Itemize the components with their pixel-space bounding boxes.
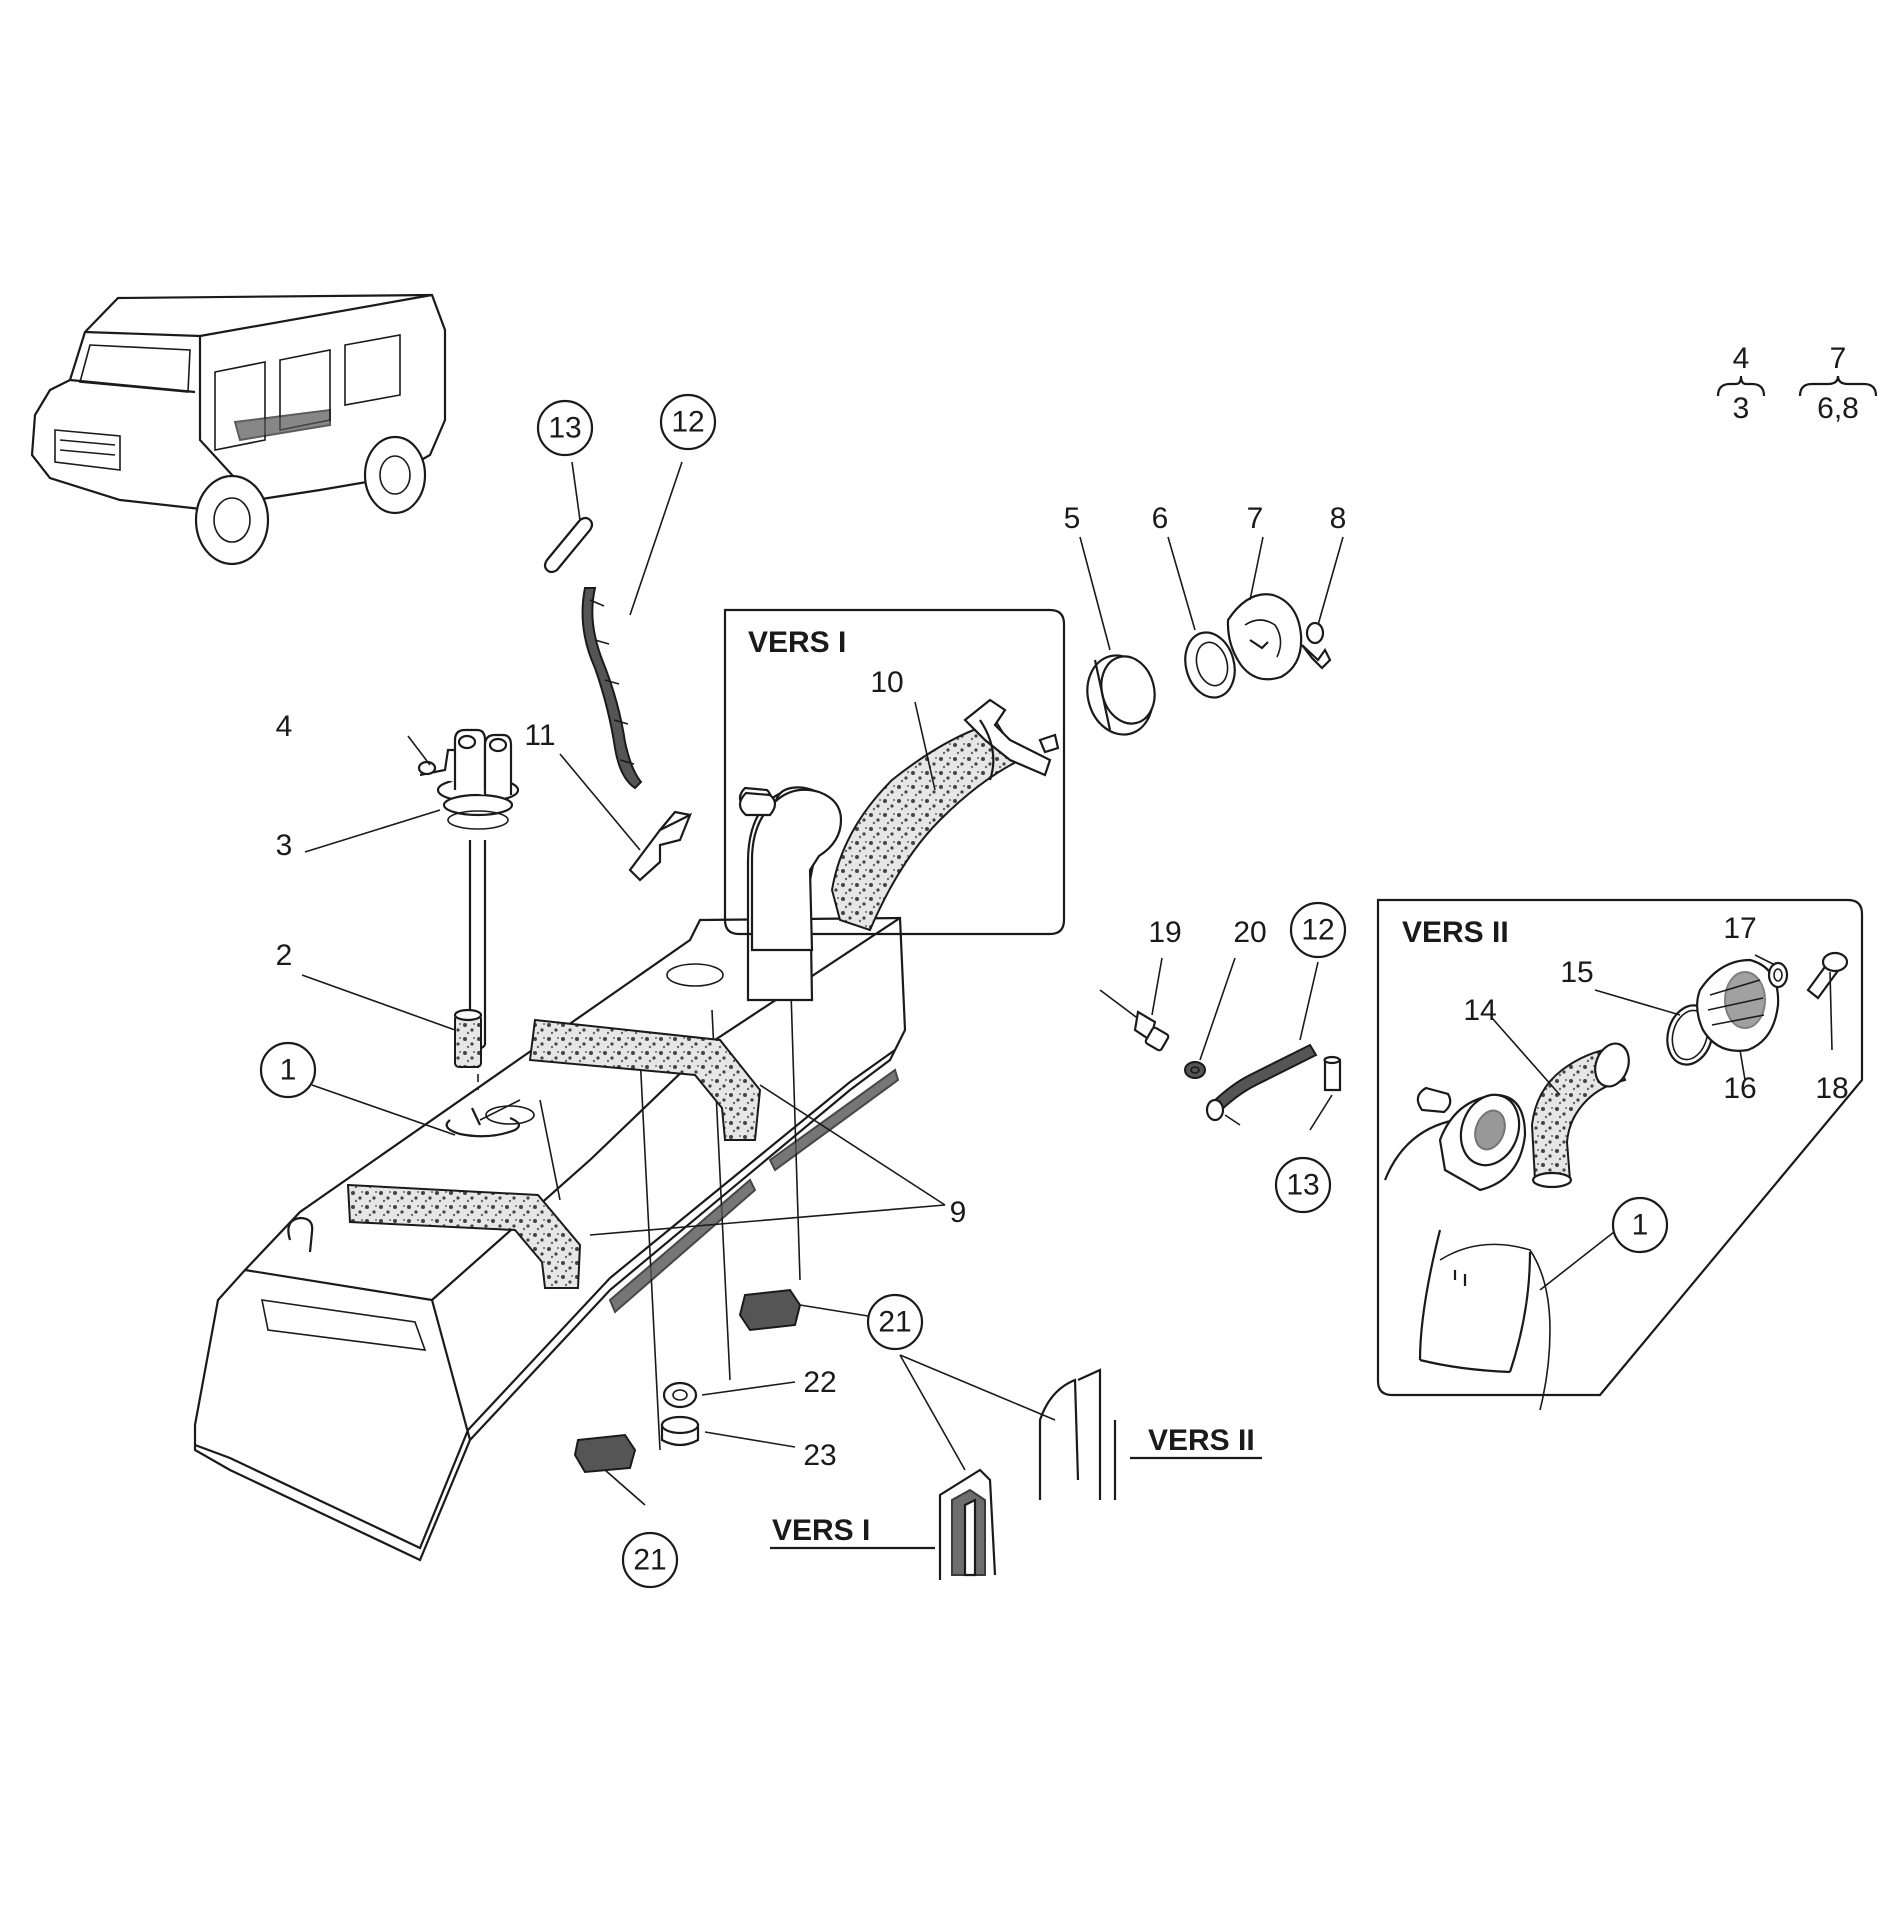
callout-12-right: 12 (1301, 914, 1334, 947)
profile-vers2-label: VERS II (1148, 1424, 1255, 1457)
label-2: 2 (276, 939, 293, 972)
vers1-detail-box: VERS I (723, 608, 1066, 952)
legend-bottom-2: 6,8 (1817, 392, 1859, 425)
sender-unit (417, 728, 521, 1138)
profile-vers1-label: VERS I (772, 1514, 870, 1547)
label-22: 22 (803, 1366, 836, 1399)
part-12-chain (581, 587, 643, 790)
vers1-box-title: VERS I (748, 626, 846, 659)
label-15: 15 (1560, 956, 1593, 989)
vehicle-thumbnail (30, 293, 447, 566)
leader-lines (301, 461, 1833, 1550)
label-9: 9 (950, 1196, 967, 1229)
callout-21-right: 21 (878, 1306, 911, 1339)
label-14: 14 (1463, 994, 1496, 1027)
label-23: 23 (803, 1439, 836, 1472)
label-19: 19 (1148, 916, 1181, 949)
cap-parts (1086, 593, 1332, 736)
callout-1-vers2: 1 (1632, 1209, 1649, 1242)
profile-vers2 (1038, 1368, 1117, 1500)
part-2-sleeve (453, 1008, 483, 1068)
callout-1-main: 1 (280, 1054, 297, 1087)
label-7: 7 (1247, 502, 1264, 535)
vers2-box-title: VERS II (1402, 916, 1509, 949)
label-10: 10 (870, 666, 903, 699)
mounting-pads (573, 1288, 802, 1474)
legend-top-2: 7 (1830, 342, 1847, 375)
label-16: 16 (1723, 1072, 1756, 1105)
callout-21-bottom: 21 (633, 1544, 666, 1577)
vers2-detail-box: VERS II (1376, 898, 1864, 1411)
profile-vers1 (938, 1468, 997, 1580)
legend-top-1: 4 (1733, 342, 1750, 375)
label-4: 4 (276, 710, 293, 743)
label-20: 20 (1233, 916, 1266, 949)
callouts: 1 1 2 3 4 5 6 7 8 9 10 11 12 12 13 13 14… (259, 393, 1849, 1589)
label-18: 18 (1815, 1072, 1848, 1105)
fuel-tank (193, 916, 907, 1562)
label-3: 3 (276, 829, 293, 862)
label-8: 8 (1330, 502, 1347, 535)
part-11-clip (628, 810, 693, 882)
legend-bottom-1: 3 (1733, 392, 1750, 425)
part-13-pin (543, 516, 594, 574)
label-5: 5 (1064, 502, 1081, 535)
chain-parts-right (1099, 989, 1342, 1126)
label-6: 6 (1152, 502, 1169, 535)
legend: 4 3 7 6,8 (1716, 342, 1878, 425)
label-17: 17 (1723, 912, 1756, 945)
callout-13-top: 13 (548, 412, 581, 445)
callout-13-right: 13 (1286, 1169, 1319, 1202)
label-11: 11 (524, 719, 555, 752)
callout-12-top: 12 (671, 406, 704, 439)
